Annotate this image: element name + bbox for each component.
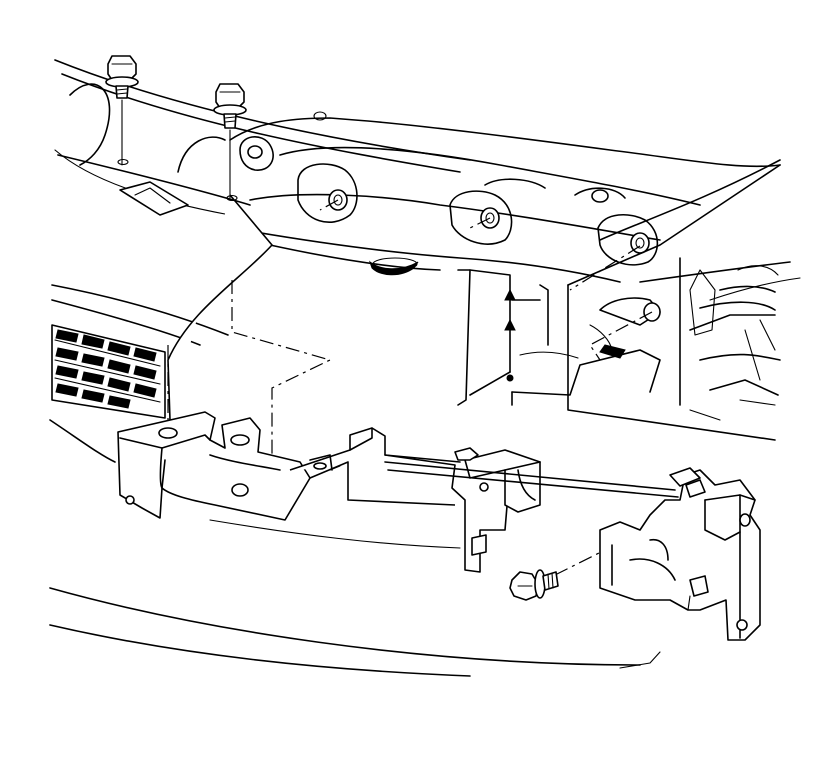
crossmember-mount-3 <box>597 213 659 266</box>
alignment-lines <box>167 199 746 576</box>
upper-radiator-support <box>229 111 801 301</box>
crossmember-mount-2 <box>449 190 513 245</box>
crossmember-mount-1 <box>297 163 358 224</box>
grille <box>51 324 166 419</box>
vertical-bolt-left <box>105 55 139 166</box>
lower-bracket <box>117 411 761 641</box>
vertical-bolt-right <box>213 83 247 202</box>
side-support-panel <box>457 269 661 406</box>
crossmember-boss-top <box>484 178 626 203</box>
fascia-top-plate <box>57 154 273 421</box>
upper-fascia-panel <box>69 83 226 216</box>
ring-bracket <box>239 136 274 171</box>
horizontal-bolt <box>509 569 559 601</box>
right-fender-panel <box>567 164 781 441</box>
